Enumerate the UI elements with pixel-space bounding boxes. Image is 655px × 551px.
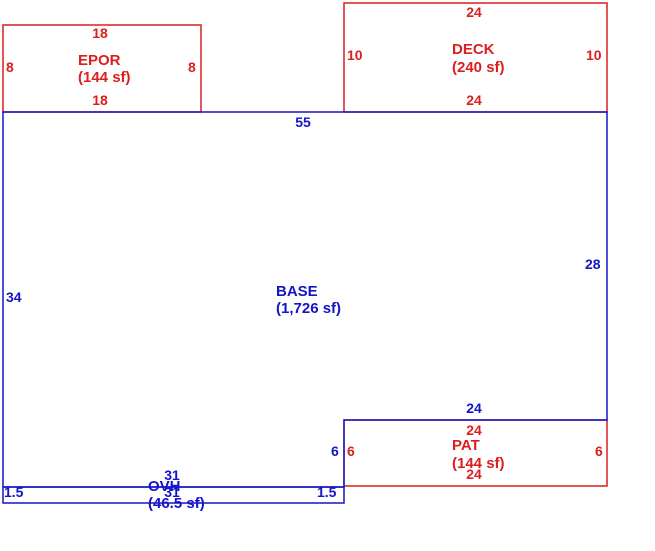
ovh-dim-top: 31: [164, 467, 180, 483]
deck-dim-right: 10: [586, 47, 602, 63]
epor-dim-right: 8: [188, 59, 196, 75]
epor-area-value: (144 sf): [78, 69, 131, 86]
base-area: 55 34 28 24 6 BASE (1,726 sf): [2, 111, 608, 488]
ovh-outline: [2, 486, 345, 504]
ovh-label: OVH: [148, 478, 181, 495]
epor-area: 18 18 8 8 EPOR (144 sf): [2, 24, 202, 113]
deck-dim-top: 24: [466, 4, 482, 20]
ovh-area: 31 31 1.5 1.5 OVH (46.5 sf): [2, 467, 345, 512]
ovh-dim-right: 1.5: [317, 484, 337, 500]
deck-dim-bottom: 24: [466, 92, 482, 108]
deck-area-value: (240 sf): [452, 59, 505, 76]
base-area-value: (1,726 sf): [276, 300, 341, 317]
epor-dim-top: 18: [92, 25, 108, 41]
ovh-dim-left: 1.5: [4, 484, 24, 500]
base-dim-step-horizontal: 24: [466, 400, 482, 416]
base-dim-right: 28: [585, 256, 601, 272]
pat-dim-left: 6: [347, 443, 355, 459]
epor-label: EPOR: [78, 52, 121, 69]
pat-dim-right: 6: [595, 443, 603, 459]
base-dim-left: 34: [6, 289, 22, 305]
epor-dim-left: 8: [6, 59, 14, 75]
ovh-dim-bottom: 31: [164, 484, 180, 500]
pat-dim-top: 24: [466, 422, 482, 438]
pat-area: 24 24 6 6 PAT (144 sf): [343, 419, 608, 487]
epor-dim-bottom: 18: [92, 92, 108, 108]
pat-label: PAT: [452, 437, 480, 454]
pat-area-value: (144 sf): [452, 455, 505, 472]
deck-label: DECK: [452, 41, 495, 58]
deck-area: 24 24 10 10 DECK (240 sf): [343, 2, 608, 113]
base-dim-step-vertical: 6: [331, 443, 339, 459]
base-label: BASE: [276, 283, 318, 300]
base-dim-top: 55: [295, 114, 311, 130]
ovh-area-value: (46.5 sf): [148, 495, 205, 512]
pat-dim-bottom: 24: [466, 466, 482, 482]
deck-dim-left: 10: [347, 47, 363, 63]
